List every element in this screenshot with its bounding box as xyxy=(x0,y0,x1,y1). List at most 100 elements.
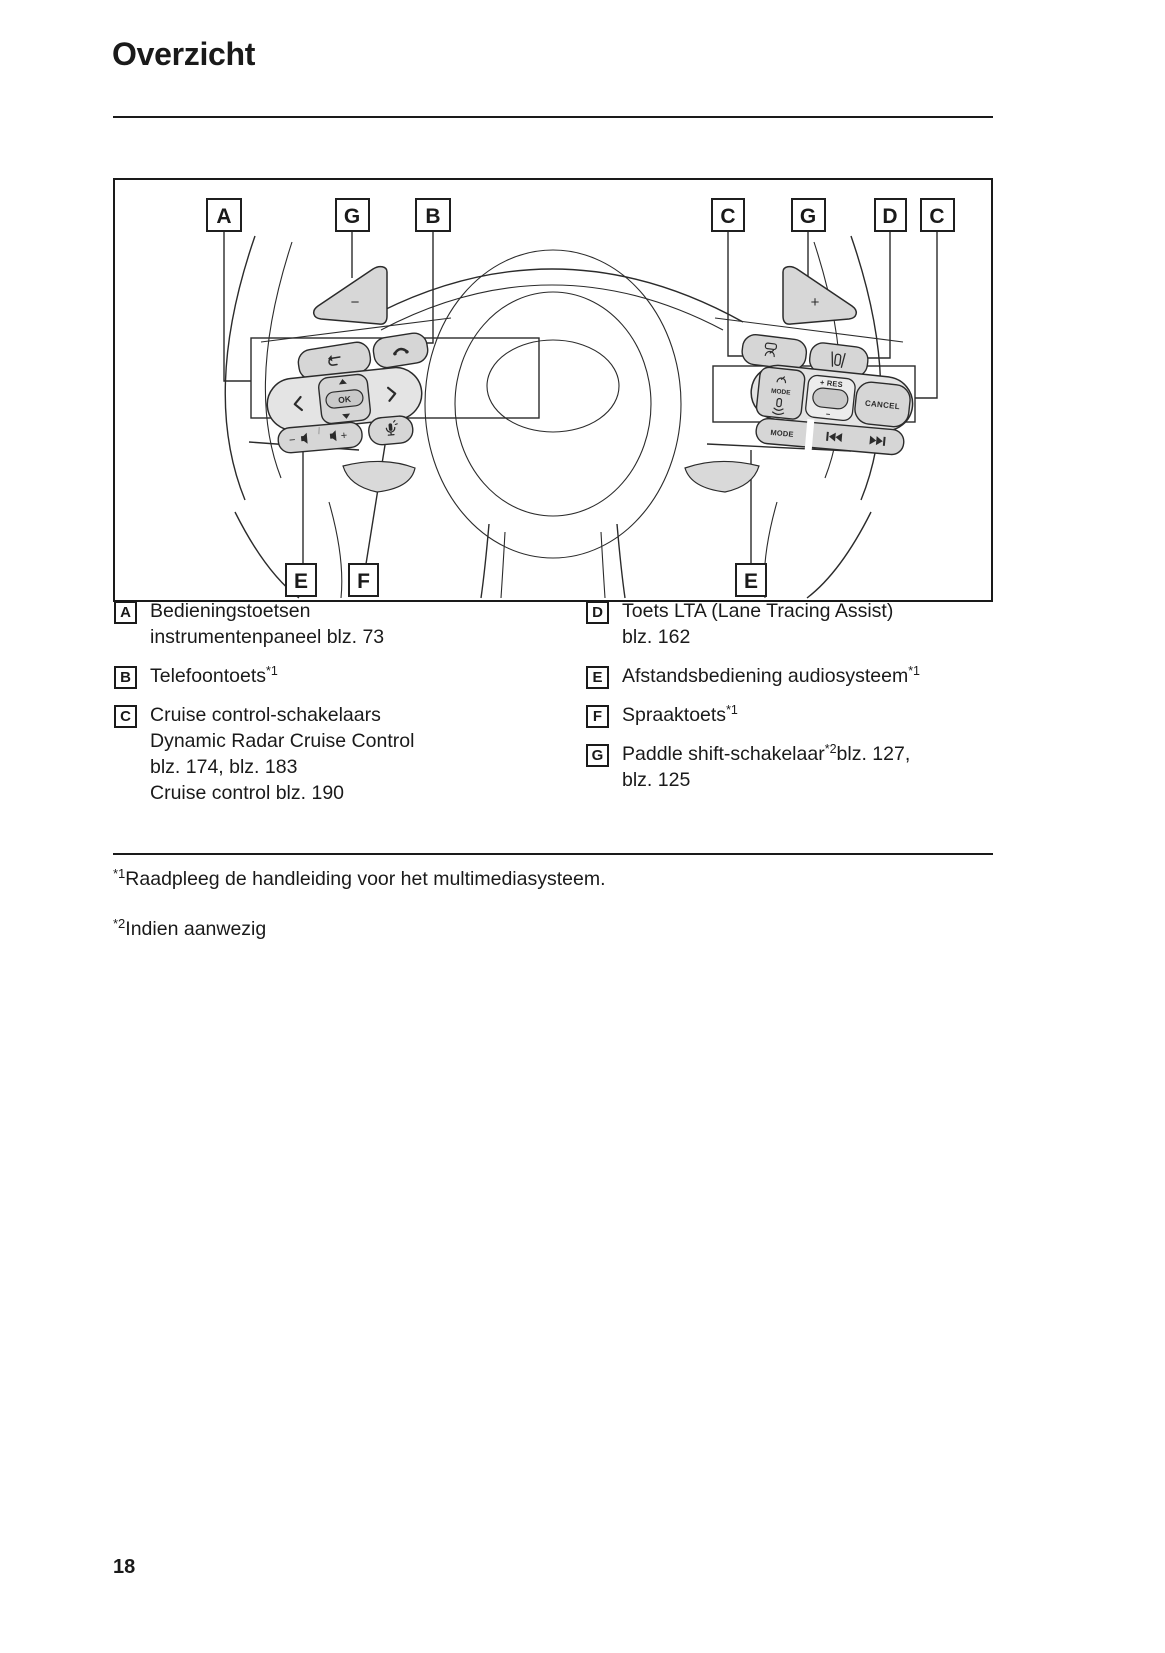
legend-key-f: F xyxy=(586,705,609,728)
steering-wheel-figure: − + xyxy=(113,178,993,602)
previous-track-icon xyxy=(826,431,843,443)
callout-e1: E xyxy=(294,570,308,593)
legend-key-b: B xyxy=(114,666,137,689)
legend-item-g: G Paddle shift-schakelaar*2blz. 127, blz… xyxy=(585,741,993,793)
page-number: 18 xyxy=(113,1556,136,1578)
footnote-2: *2Indien aanwezig xyxy=(113,916,266,941)
cruise-mode-distance-button xyxy=(755,366,806,420)
set-minus-label: − xyxy=(825,410,831,419)
cancel-label: CANCEL xyxy=(865,399,901,412)
footnote-1-marker: *1 xyxy=(113,866,126,881)
legend-a-line2: instrumentenpaneel blz. 73 xyxy=(150,626,385,648)
legend-f-text: Spraaktoets xyxy=(622,704,727,726)
legend-text-g: Paddle shift-schakelaar*2blz. 127, blz. … xyxy=(622,741,910,793)
callout-d: D xyxy=(882,205,897,228)
voice-icon xyxy=(385,419,398,436)
legend-text-a: Bedieningstoetsen instrumentenpaneel blz… xyxy=(150,598,384,650)
page-title: Overzicht xyxy=(112,36,256,72)
shift-up-paddle: + xyxy=(782,265,857,325)
svg-text:+: + xyxy=(340,430,347,443)
cruise-control-icon xyxy=(764,342,778,358)
legend-d-line2: blz. 162 xyxy=(622,626,691,648)
legend-c-line3: blz. 174, blz. 183 xyxy=(150,756,298,778)
down-arrow-icon xyxy=(342,413,351,419)
legend-item-a: A Bedieningstoetsen instrumentenpaneel b… xyxy=(113,598,585,650)
legend-key-c: C xyxy=(114,705,137,728)
legend-f-footref: *1 xyxy=(726,703,738,717)
legend-item-b: B Telefoontoets*1 xyxy=(113,663,585,689)
legend-g-line2: blz. 125 xyxy=(622,769,691,791)
legend-text-f: Spraaktoets*1 xyxy=(622,702,738,728)
figure-legend: A Bedieningstoetsen instrumentenpaneel b… xyxy=(113,598,993,819)
legend-c-line2: Dynamic Radar Cruise Control xyxy=(150,730,415,752)
callout-b: B xyxy=(425,205,440,228)
footnote-1-text: Raadpleeg de handleiding voor het multim… xyxy=(125,868,606,890)
callout-c2: C xyxy=(929,205,944,228)
legend-item-e: E Afstandsbediening audiosysteem*1 xyxy=(585,663,993,689)
legend-g-text2: blz. 127, xyxy=(836,743,911,765)
legend-b-footref: *1 xyxy=(266,664,278,678)
legend-a-line1: Bedieningstoetsen xyxy=(150,600,311,622)
callout-labels: A G B C G D C E F E xyxy=(206,198,955,597)
footnote-2-marker: *2 xyxy=(113,916,126,931)
legend-key-a: A xyxy=(114,601,137,624)
shift-down-paddle: − xyxy=(313,265,388,325)
legend-divider xyxy=(113,853,993,855)
legend-g-text: Paddle shift-schakelaar xyxy=(622,743,825,765)
right-steering-controls: MODE + RES − CANCEL MODE xyxy=(741,333,914,456)
res-label: + RES xyxy=(820,378,844,389)
phone-icon xyxy=(393,347,409,356)
legend-text-d: Toets LTA (Lane Tracing Assist) blz. 162 xyxy=(622,598,893,650)
volume-rocker xyxy=(277,421,363,454)
legend-item-f: F Spraaktoets*1 xyxy=(585,702,993,728)
cruise-mode-label: MODE xyxy=(771,388,792,397)
footnote-1: *1Raadpleeg de handleiding voor het mult… xyxy=(113,866,606,891)
legend-c-line1: Cruise control-schakelaars xyxy=(150,704,381,726)
following-distance-icon xyxy=(772,397,785,415)
volume-down-icon: − xyxy=(289,432,308,447)
audio-row-notch xyxy=(804,419,815,451)
paddle-minus-label: − xyxy=(351,294,360,311)
cancel-button xyxy=(854,381,911,428)
legend-key-e: E xyxy=(586,666,609,689)
legend-right-column: D Toets LTA (Lane Tracing Assist) blz. 1… xyxy=(585,598,993,819)
res-set-pill xyxy=(812,387,849,410)
volume-up-icon: + xyxy=(329,430,348,443)
legend-key-g: G xyxy=(586,744,609,767)
left-steering-controls: OK − + xyxy=(266,332,429,454)
legend-e-footref: *1 xyxy=(908,664,921,678)
lane-tracing-assist-icon xyxy=(831,351,846,368)
legend-e-text: Afstandsbediening audiosysteem xyxy=(622,665,909,687)
steering-wheel-diagram: − + xyxy=(206,198,955,599)
paddle-plus-label: + xyxy=(811,294,820,311)
up-arrow-icon xyxy=(338,379,347,385)
callout-e2: E xyxy=(744,570,758,593)
callout-f: F xyxy=(357,570,370,593)
left-thumb-rest xyxy=(342,460,416,493)
svg-text:−: − xyxy=(289,434,296,447)
legend-text-b: Telefoontoets*1 xyxy=(150,663,278,689)
callout-c1: C xyxy=(720,205,735,228)
ok-label: OK xyxy=(338,394,353,405)
gauge-icon xyxy=(776,376,787,384)
legend-key-d: D xyxy=(586,601,609,624)
legend-b-text: Telefoontoets xyxy=(150,665,267,687)
legend-left-column: A Bedieningstoetsen instrumentenpaneel b… xyxy=(113,598,585,819)
legend-text-c: Cruise control-schakelaars Dynamic Radar… xyxy=(150,702,414,806)
callout-g1: G xyxy=(344,205,360,228)
right-thumb-rest xyxy=(684,460,760,493)
legend-item-c: C Cruise control-schakelaars Dynamic Rad… xyxy=(113,702,585,806)
legend-c-line4: Cruise control blz. 190 xyxy=(150,782,345,804)
audio-mode-label: MODE xyxy=(770,428,794,439)
callout-g2: G xyxy=(800,205,816,228)
ok-button xyxy=(325,389,364,409)
left-arrow-icon xyxy=(293,395,304,412)
legend-d-line1: Toets LTA (Lane Tracing Assist) xyxy=(622,600,894,622)
title-divider xyxy=(113,116,993,118)
next-track-icon xyxy=(869,435,886,446)
callout-a: A xyxy=(216,205,231,228)
back-icon xyxy=(327,355,341,366)
legend-text-e: Afstandsbediening audiosysteem*1 xyxy=(622,663,920,689)
legend-item-d: D Toets LTA (Lane Tracing Assist) blz. 1… xyxy=(585,598,993,650)
